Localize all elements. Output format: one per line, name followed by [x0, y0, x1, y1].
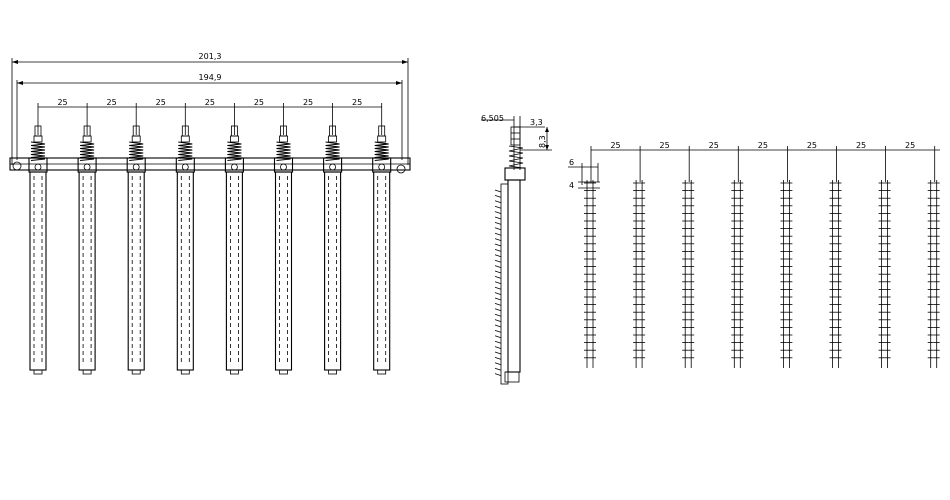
pcb-hole-column	[731, 180, 744, 368]
pcb-hole-column	[682, 180, 695, 368]
pcb-pitch-dimension-chain: 25 25 25 25 25 25 25	[590, 141, 936, 182]
side-fin	[494, 254, 502, 258]
side-fin	[494, 249, 502, 252]
side-fin	[494, 222, 502, 225]
side-fin	[494, 362, 502, 366]
pcb-detail-dimensions: 6 4	[568, 158, 600, 190]
front-module	[273, 125, 294, 375]
side-fin	[494, 265, 502, 268]
overall-width-label: 201,3	[199, 52, 222, 61]
front-view: 201,3 194,9 25 25 25 25 25 25 25	[9, 52, 411, 375]
side-stud	[504, 126, 526, 181]
side-fin	[494, 211, 502, 214]
side-fin	[494, 281, 502, 285]
pcb-hole-column	[927, 180, 940, 368]
side-fin	[494, 373, 502, 376]
side-dimensions: 6,505 3,3 8,3	[481, 114, 552, 170]
side-fin	[494, 232, 502, 236]
pin-span-label: 194,9	[199, 73, 222, 82]
front-pitch-label: 25	[303, 98, 313, 107]
front-module	[323, 125, 343, 375]
pcb-pitch-label: 25	[905, 141, 915, 150]
side-thickness-label: 3,3	[530, 118, 543, 127]
front-pitch-dimension-chain: 25 25 25 25 25 25 25	[37, 98, 383, 135]
side-fin	[494, 367, 502, 371]
front-pitch-label: 25	[205, 98, 215, 107]
side-fin	[494, 351, 502, 355]
side-fin	[494, 357, 502, 360]
side-fin	[494, 227, 502, 231]
pcb-hole-column	[878, 180, 891, 368]
front-module	[28, 125, 48, 375]
side-fin	[494, 200, 502, 204]
front-module	[372, 125, 392, 375]
side-fin	[494, 308, 502, 312]
pcb-pitch-label: 25	[758, 141, 768, 150]
front-module	[126, 125, 146, 375]
side-fin	[494, 297, 502, 301]
side-fin	[494, 205, 502, 209]
side-fin	[494, 292, 502, 295]
pcb-pitch-label: 25	[709, 141, 719, 150]
pcb-hole-column	[780, 180, 793, 368]
side-fin	[494, 286, 502, 290]
front-pitch-label: 25	[57, 98, 67, 107]
front-pitch-label: 25	[254, 98, 264, 107]
side-offset-label: 6,505	[481, 114, 504, 123]
pin-span-dimension: 194,9	[16, 73, 403, 160]
pcb-layout-view: 25 25 25 25 25 25 25 6 4	[568, 141, 940, 368]
side-fin	[494, 216, 502, 220]
pcb-pitch-label: 25	[660, 141, 670, 150]
side-fin	[494, 335, 502, 339]
pcb-hole-column	[584, 180, 596, 368]
front-module	[224, 125, 244, 375]
pcb-pitch-label: 25	[610, 141, 620, 150]
side-fin	[494, 195, 502, 198]
front-module	[175, 125, 195, 375]
side-fin	[494, 303, 502, 306]
pcb-column-width-label: 6	[569, 158, 574, 167]
side-fin	[494, 238, 502, 241]
side-fin	[494, 313, 502, 317]
side-fin	[494, 259, 502, 263]
front-pitch-label: 25	[156, 98, 166, 107]
front-modules	[28, 125, 392, 375]
side-fin	[494, 340, 502, 344]
front-module	[77, 125, 97, 375]
side-fin	[494, 319, 502, 322]
overall-width-dimension: 201,3	[11, 52, 409, 165]
side-view: 6,505 3,3 8,3	[481, 114, 552, 385]
side-height-label: 8,3	[538, 135, 547, 148]
pcb-row-pitch-label: 4	[569, 181, 574, 190]
side-fin	[494, 270, 502, 274]
front-pitch-label: 25	[107, 98, 117, 107]
side-fin	[494, 276, 502, 279]
side-fin	[494, 189, 502, 193]
pcb-hole-column	[829, 180, 842, 368]
side-fins	[494, 189, 502, 376]
front-pitch-label: 25	[352, 98, 362, 107]
pcb-hole-column	[633, 180, 646, 368]
pcb-pitch-label: 25	[856, 141, 866, 150]
side-fin	[494, 330, 502, 333]
side-fin	[494, 346, 502, 349]
busbar	[9, 157, 411, 174]
side-fin	[494, 324, 502, 328]
pcb-hole-columns	[584, 180, 940, 368]
pcb-pitch-label: 25	[807, 141, 817, 150]
side-fin	[494, 243, 502, 247]
side-body	[500, 179, 521, 385]
